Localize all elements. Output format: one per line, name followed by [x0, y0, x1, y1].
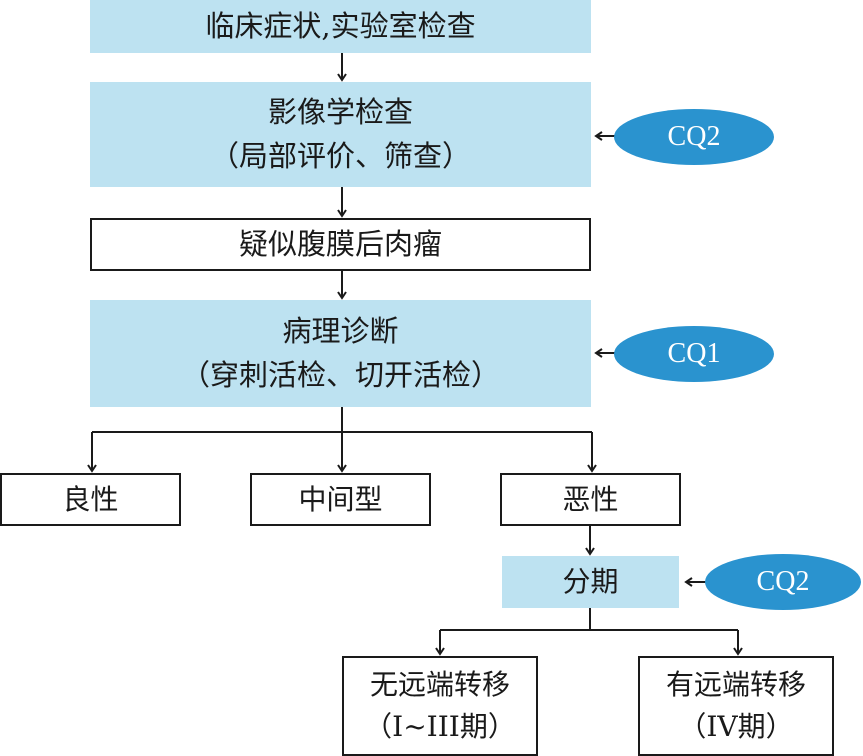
cq1-pathology-badge-label: CQ1	[667, 338, 721, 369]
pathology-diagnosis-box: 病理诊断 （穿刺活检、切开活检）	[90, 300, 591, 407]
cq2-imaging-badge: CQ2	[614, 109, 774, 165]
metastasis-title: 有远端转移	[665, 668, 806, 701]
malignant-box: 恶性	[500, 473, 681, 526]
suspected-sarcoma-label: 疑似腹膜后肉瘤	[238, 226, 442, 261]
benign-box: 良性	[0, 473, 181, 526]
suspected-sarcoma-box: 疑似腹膜后肉瘤	[90, 218, 591, 271]
no-metastasis-subtitle: （I~III期）	[364, 710, 516, 743]
no-metastasis-box: 无远端转移 （I~III期）	[342, 656, 538, 756]
staging-box: 分期	[502, 556, 679, 608]
cq2-staging-badge-label: CQ2	[756, 566, 810, 597]
staging-label: 分期	[562, 565, 619, 598]
cq1-pathology-badge: CQ1	[614, 326, 774, 382]
intermediate-box: 中间型	[250, 473, 431, 526]
intermediate-label: 中间型	[298, 482, 383, 516]
cq2-imaging-badge-label: CQ2	[667, 121, 721, 152]
benign-label: 良性	[62, 482, 119, 516]
imaging-exam-subtitle: （局部评价、筛查）	[209, 138, 471, 173]
pathology-diagnosis-title: 病理诊断	[282, 314, 399, 348]
malignant-label: 恶性	[562, 482, 619, 516]
pathology-diagnosis-subtitle: （穿刺活检、切开活检）	[180, 357, 500, 392]
clinical-symptoms-label: 临床症状,实验室检查	[205, 8, 476, 43]
imaging-exam-box: 影像学检查 （局部评价、筛查）	[90, 82, 591, 187]
imaging-exam-title: 影像学检查	[267, 95, 413, 129]
metastasis-box: 有远端转移 （IV期）	[638, 656, 834, 756]
no-metastasis-title: 无远端转移	[369, 668, 510, 701]
metastasis-subtitle: （IV期）	[678, 710, 794, 743]
clinical-symptoms-box: 临床症状,实验室检查	[90, 0, 591, 53]
cq2-staging-badge: CQ2	[705, 554, 861, 610]
